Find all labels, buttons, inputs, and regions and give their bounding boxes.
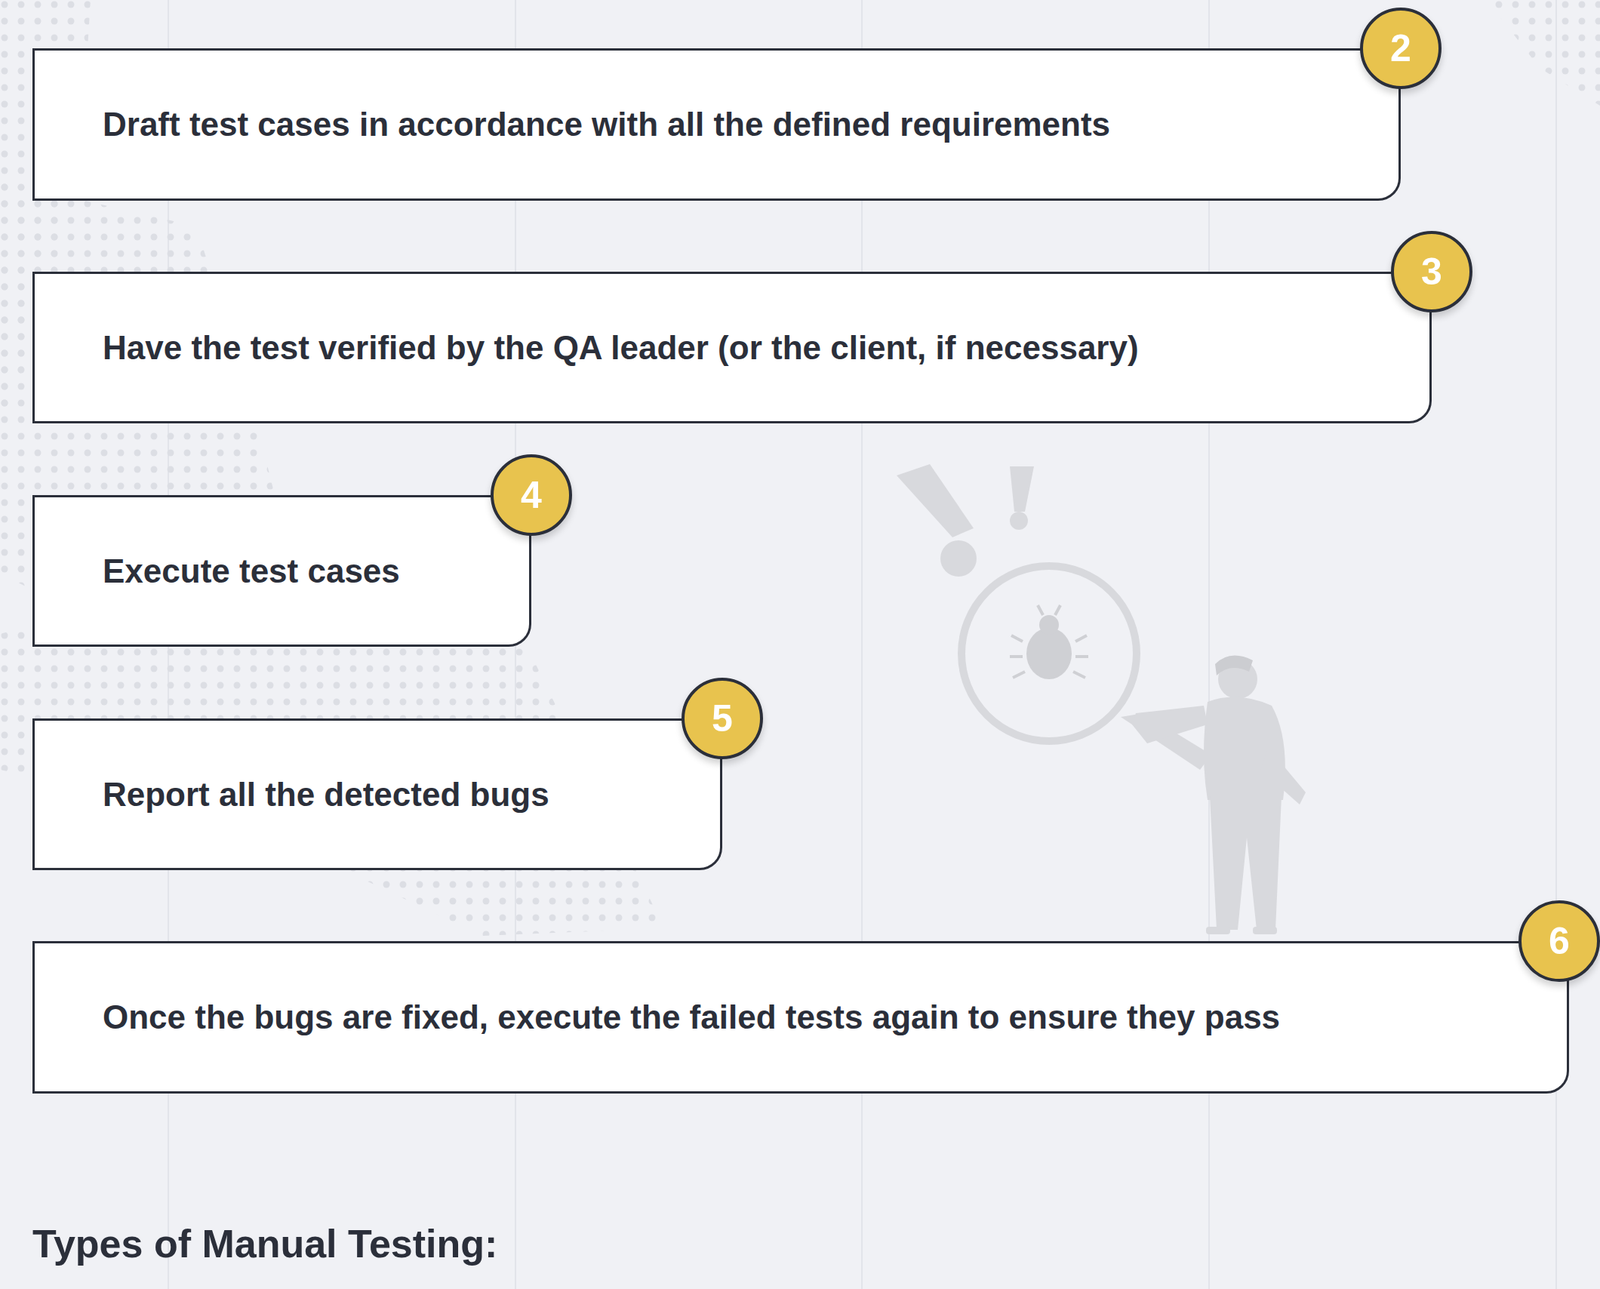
callout-number: 4	[520, 473, 542, 517]
step-text: Have the test verified by the QA leader …	[34, 329, 1139, 367]
search-illustration	[896, 464, 1306, 935]
callout-number: 2	[1390, 26, 1412, 71]
callout-number: 6	[1548, 919, 1570, 964]
step-box: Have the test verified by the QA leader …	[32, 271, 1432, 424]
dot-patterns	[0, 0, 1600, 936]
section-heading: Types of Manual Testing:	[32, 1221, 498, 1267]
step-number-badge: 4	[490, 454, 573, 536]
callout-number: 3	[1421, 249, 1443, 294]
step-text: Draft test cases in accordance with all …	[34, 105, 1111, 144]
step-text: Execute test cases	[34, 552, 400, 591]
step-number-badge: 2	[1360, 7, 1442, 90]
step-box: Execute test cases	[32, 495, 532, 647]
callout-number: 5	[711, 696, 733, 741]
step-box: Draft test cases in accordance with all …	[32, 48, 1401, 201]
step-box: Report all the detected bugs	[32, 718, 723, 871]
step-text: Report all the detected bugs	[34, 775, 550, 814]
step-number-badge: 3	[1390, 230, 1473, 313]
step-number-badge: 6	[1518, 900, 1600, 982]
step-number-badge: 5	[681, 677, 764, 760]
step-text: Once the bugs are fixed, execute the fai…	[34, 998, 1280, 1037]
step-box: Once the bugs are fixed, execute the fai…	[32, 941, 1570, 1094]
